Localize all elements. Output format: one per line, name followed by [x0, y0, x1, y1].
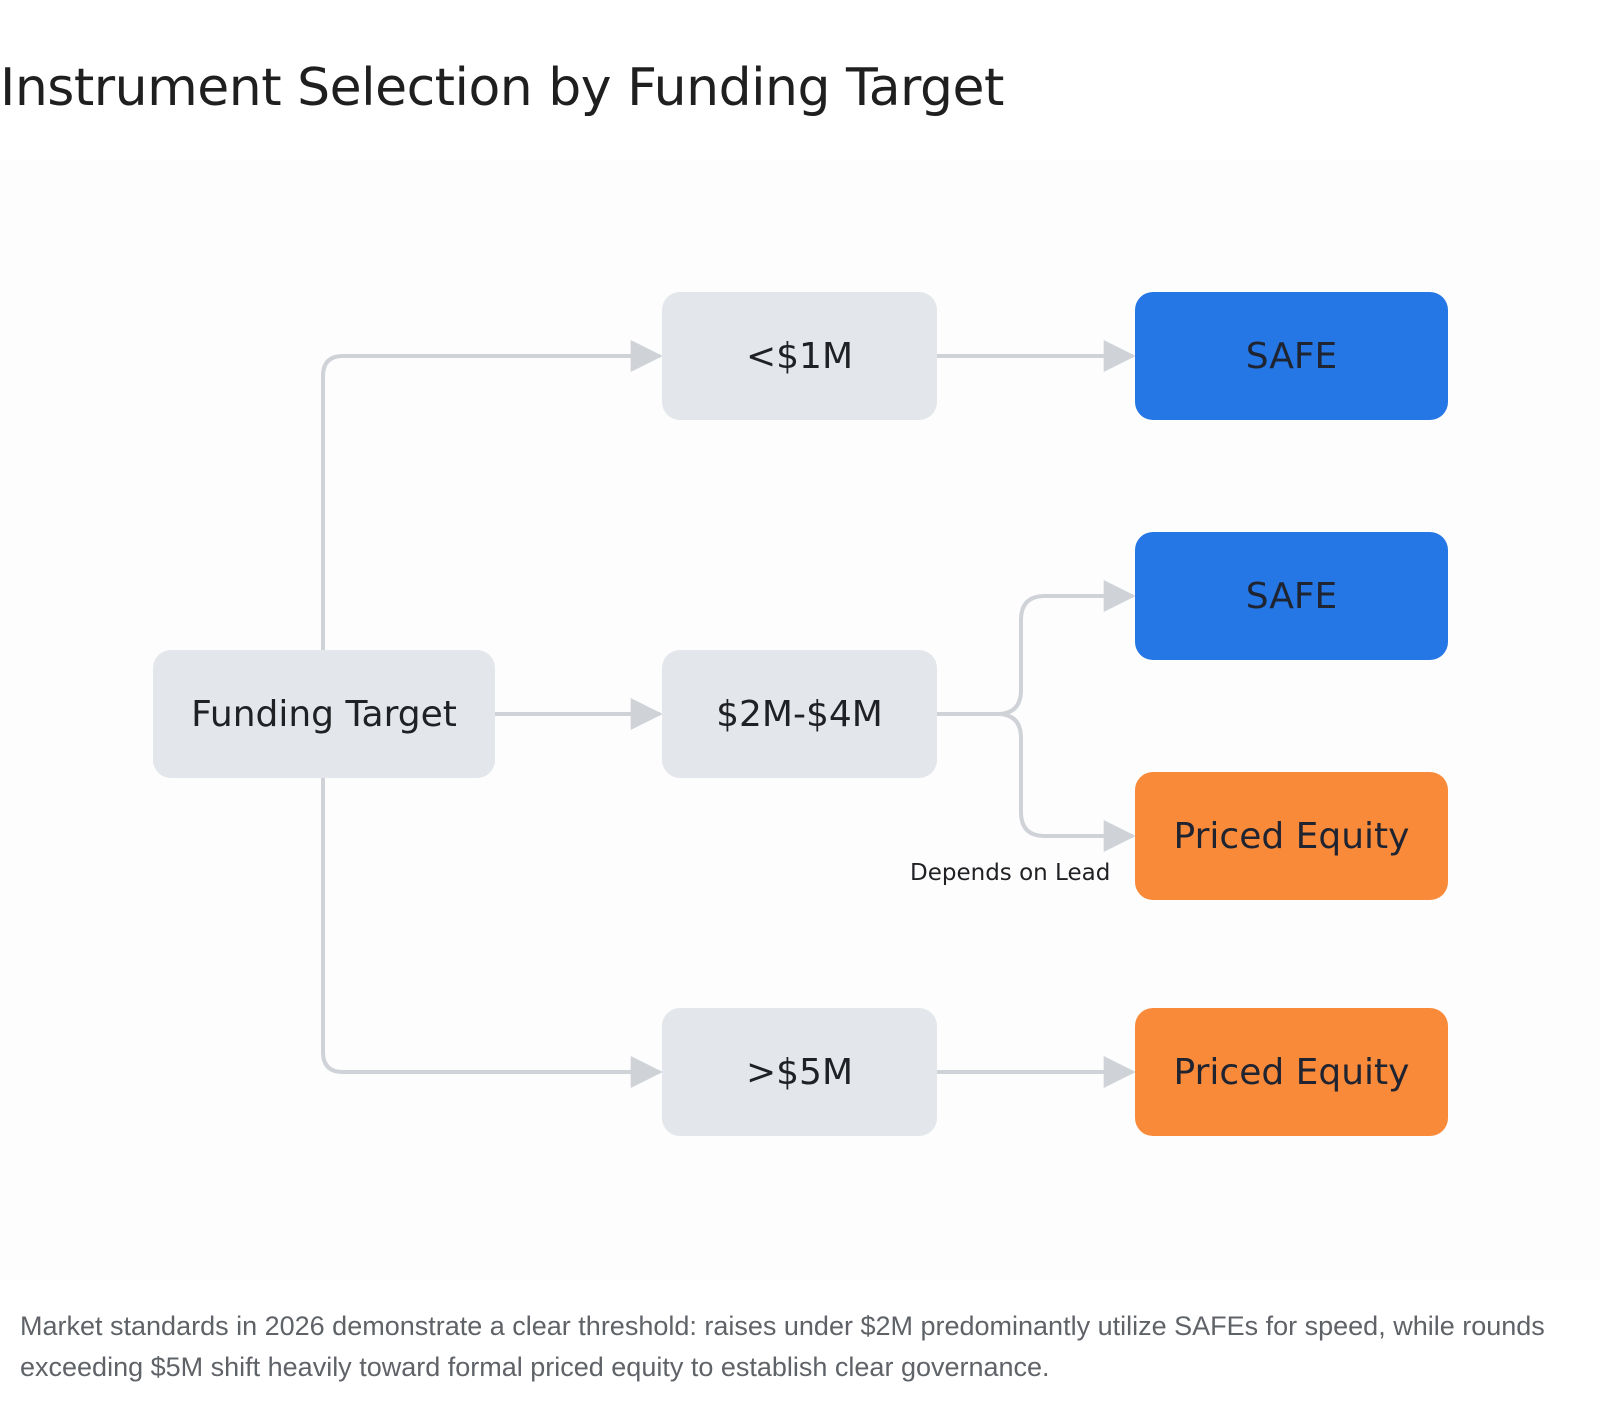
edge-mid-to-equity [996, 712, 1136, 852]
node-over-5m: >$5M [662, 1008, 937, 1136]
edge-label-depends-on-lead: Depends on Lead [910, 860, 1111, 886]
flow-diagram: Funding Target <$1M $2M-$4M >$5M SAFE SA… [0, 160, 1600, 1280]
edge-mid-to-safe [937, 580, 1136, 716]
caption: Market standards in 2026 demonstrate a c… [20, 1311, 1545, 1382]
node-funding-target: Funding Target [153, 650, 495, 778]
edge-root-to-small [321, 340, 663, 650]
connector-layer [321, 340, 1136, 1088]
node-safe-small: SAFE [1135, 292, 1448, 420]
node-2m-4m: $2M-$4M [662, 650, 937, 778]
node-priced-equity-large: Priced Equity [1135, 1008, 1448, 1136]
node-under-1m: <$1M [662, 292, 937, 420]
page-title: Instrument Selection by Funding Target [0, 58, 1004, 118]
node-priced-equity-mid: Priced Equity [1135, 772, 1448, 900]
edge-root-to-large [321, 778, 663, 1088]
node-safe-mid: SAFE [1135, 532, 1448, 660]
